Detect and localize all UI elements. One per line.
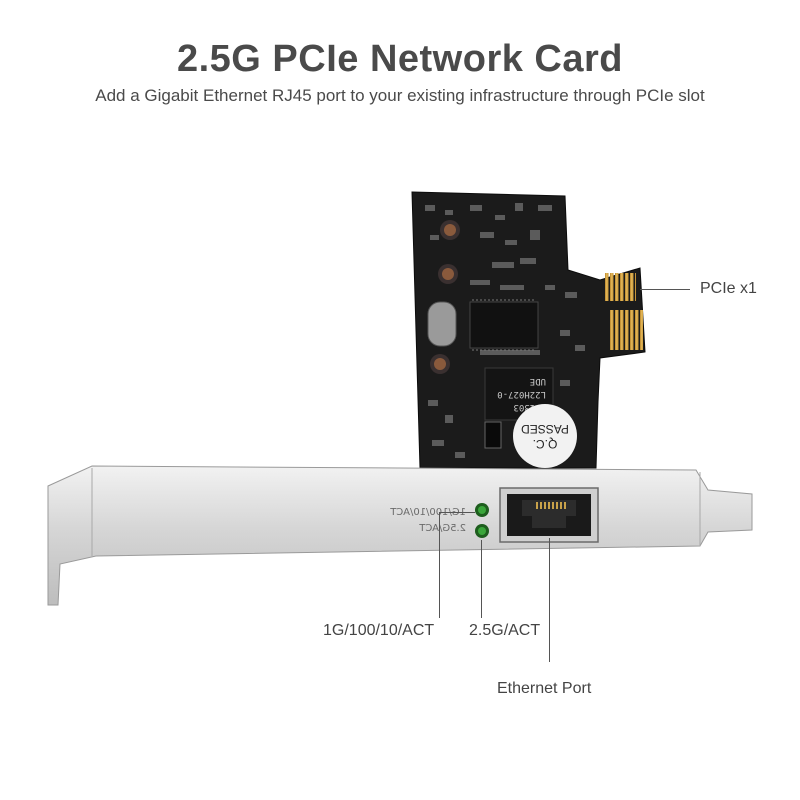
sticker-line1: Q.C. bbox=[533, 437, 558, 451]
bracket-print-1g: 1G/100/10/ACT bbox=[389, 507, 466, 518]
controller-chip bbox=[469, 301, 539, 349]
pcie-x1-label: PCIe x1 bbox=[700, 280, 757, 297]
led-25g-leader-line bbox=[481, 540, 482, 618]
page-subtitle: Add a Gigabit Ethernet RJ45 port to your… bbox=[95, 86, 705, 105]
led-1g-label: 1G/100/10/ACT bbox=[323, 622, 435, 639]
pcb-board: 201303 L22H027-0 UDE Q.C. PASSED bbox=[411, 191, 646, 469]
qc-passed-sticker bbox=[513, 404, 577, 468]
page-title: 2.5G PCIe Network Card bbox=[176, 38, 624, 80]
bracket-print-25g: 2.5G/ACT bbox=[418, 523, 466, 534]
pin-header bbox=[484, 421, 502, 449]
rj45-ethernet-port bbox=[499, 487, 599, 543]
sticker-line2: PASSED bbox=[521, 422, 569, 436]
ethernet-port-label: Ethernet Port bbox=[497, 680, 592, 697]
led-1g-leader-line bbox=[439, 512, 440, 618]
ethernet-leader-line bbox=[549, 538, 550, 662]
chip-text-line2: L22H027-0 bbox=[497, 389, 546, 399]
chip-text-line3: 201303 bbox=[513, 402, 546, 412]
pcie-leader-line bbox=[640, 289, 690, 290]
metal-bracket: 1G/100/10/ACT 2.5G/ACT bbox=[47, 465, 753, 606]
pcie-gold-fingers bbox=[605, 273, 643, 350]
crystal-oscillator bbox=[427, 301, 457, 347]
led-1g-leader-hook bbox=[439, 512, 475, 513]
chip-text-line1: UDE bbox=[530, 376, 546, 386]
inductor-group bbox=[430, 220, 460, 374]
led-25g-label: 2.5G/ACT bbox=[469, 622, 541, 639]
